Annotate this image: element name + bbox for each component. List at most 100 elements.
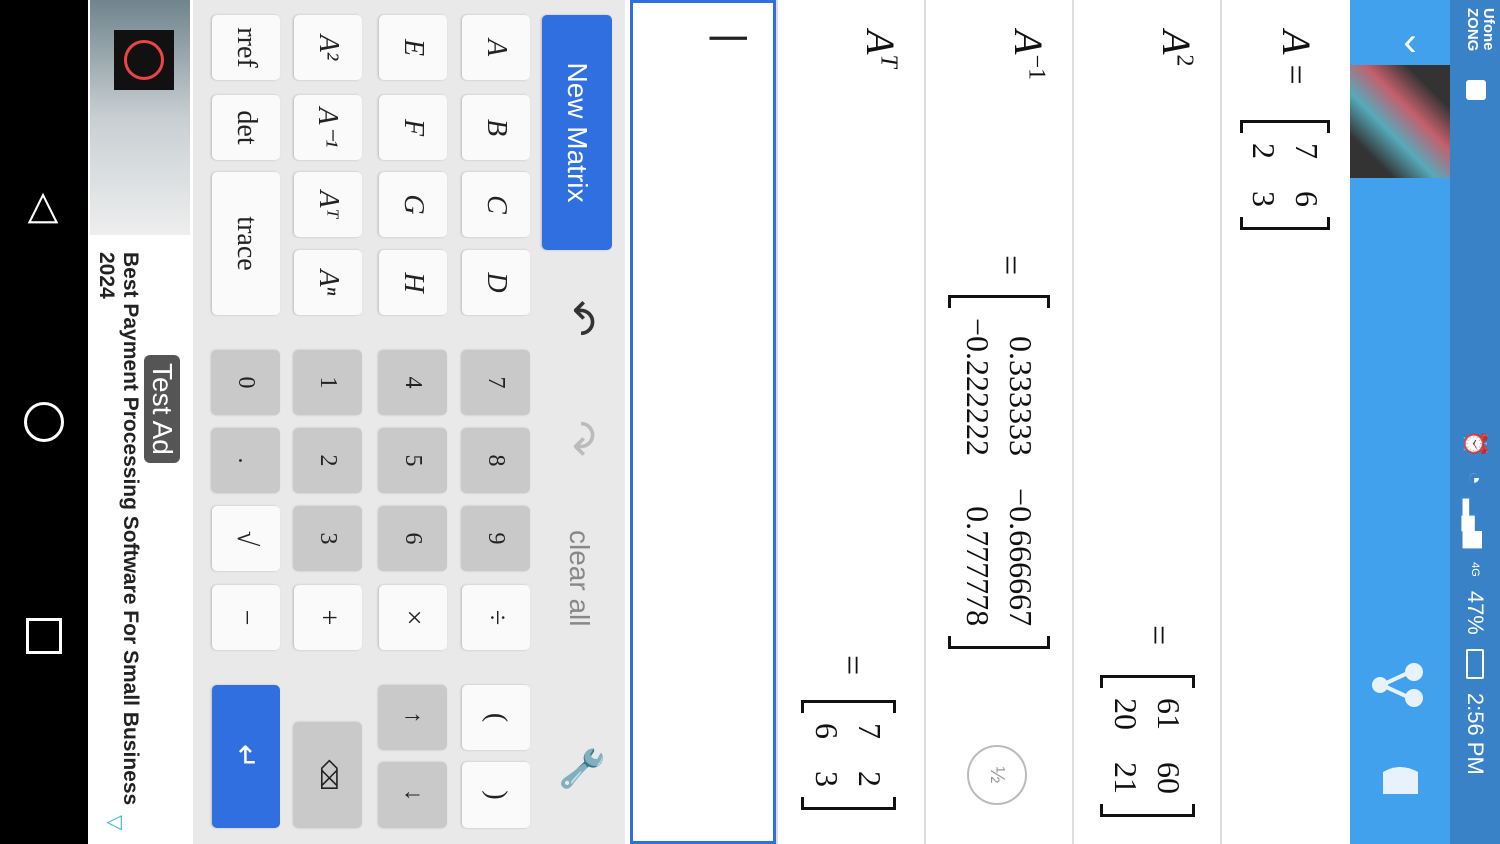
key-a[interactable]: A [462, 15, 530, 80]
matrix-label: A [1274, 30, 1319, 55]
key-a-squared[interactable]: A² [294, 15, 362, 80]
key-0[interactable]: 0 [212, 350, 280, 415]
key-up-arrow[interactable]: ↑ [379, 685, 447, 750]
backspace-key[interactable]: ⌫ [294, 722, 362, 828]
key-3[interactable]: 3 [294, 506, 362, 571]
matrix-label: A2 [1154, 30, 1199, 67]
key-a-power-n[interactable]: Aⁿ [294, 250, 362, 315]
key-8[interactable]: 8 [462, 428, 530, 493]
clear-all-button[interactable]: clear all [564, 530, 595, 627]
share-icon[interactable] [1370, 660, 1430, 710]
cell: 3 [1246, 191, 1282, 207]
alarm-icon: ⏰ [1463, 430, 1488, 458]
key-close-paren[interactable]: ) [462, 762, 530, 828]
input-cursor: | [709, 33, 753, 44]
home-icon[interactable] [24, 402, 64, 442]
cell: 6 [809, 723, 846, 739]
redo-icon[interactable]: ↷ [555, 420, 604, 457]
matrix-result: 7 2 6 3 [801, 700, 896, 810]
signal-icon: ▂▄▆ [1463, 498, 1488, 549]
ad-text[interactable]: Best Payment Processing Software For Sma… [95, 252, 142, 806]
key-b[interactable]: B [462, 95, 530, 160]
key-plus[interactable]: + [294, 585, 362, 650]
ad-image[interactable] [90, 0, 190, 235]
key-e[interactable]: E [379, 15, 447, 80]
key-a-transpose[interactable]: Aᵀ [294, 172, 362, 237]
result-row-a-transpose[interactable]: AT = 7 2 6 3 [776, 0, 924, 844]
app-thumbnail[interactable] [1350, 65, 1450, 178]
matrix-label: AT [858, 30, 903, 68]
cell: 7 [1289, 143, 1325, 159]
cell: 61 [1151, 698, 1188, 730]
expression-input[interactable]: | [630, 0, 776, 844]
key-h[interactable]: H [379, 250, 447, 315]
enter-key[interactable]: ↵ [212, 685, 280, 828]
key-7[interactable]: 7 [462, 350, 530, 415]
key-multiply[interactable]: × [379, 585, 447, 650]
ad-banner[interactable]: Best Payment Processing Software For Sma… [88, 0, 190, 844]
equals-sign: = [1276, 64, 1317, 85]
key-f[interactable]: F [379, 95, 447, 160]
cell: 3 [809, 771, 846, 787]
battery-icon [1466, 648, 1484, 679]
key-4[interactable]: 4 [379, 350, 447, 415]
cell: 60 [1151, 762, 1188, 794]
key-g[interactable]: G [379, 172, 447, 237]
recents-icon[interactable] [26, 618, 62, 654]
key-trace[interactable]: trace [212, 172, 280, 315]
cell: −0.222222 [960, 318, 996, 457]
key-sqrt[interactable]: √ [212, 506, 280, 571]
cell: 7 [852, 723, 889, 739]
key-c[interactable]: C [462, 172, 530, 237]
key-decimal[interactable]: . [212, 428, 280, 493]
key-rref[interactable]: rref [212, 15, 280, 80]
key-divide[interactable]: ÷ [462, 585, 530, 650]
test-ad-badge: Test Ad [144, 355, 180, 463]
cell: −0.666667 [1003, 488, 1039, 627]
key-down-arrow[interactable]: ↓ [379, 762, 447, 828]
cell: 21 [1108, 762, 1145, 794]
keyboard: New Matrix ↶ ↷ clear all 🔧 A B C D 7 8 9… [193, 0, 625, 844]
play-icon [114, 30, 174, 90]
result-row-a[interactable]: A = 7 6 2 3 [1220, 0, 1350, 844]
equals-sign: = [991, 255, 1031, 276]
bell-icon[interactable] [1370, 755, 1430, 810]
app-bar: ‹ [1350, 0, 1450, 844]
cell: 2 [852, 771, 889, 787]
key-9[interactable]: 9 [462, 506, 530, 571]
key-d[interactable]: D [462, 250, 530, 315]
matrix-label: A−1 [1006, 30, 1051, 80]
key-1[interactable]: 1 [294, 350, 362, 415]
key-2[interactable]: 2 [294, 428, 362, 493]
adchoices-icon[interactable]: ▽ [104, 815, 126, 831]
chevron-up-icon[interactable]: ‹ [1403, 20, 1417, 64]
clock: 2:56 PM [1463, 692, 1488, 775]
gallery-notification-icon [1466, 80, 1486, 100]
undo-icon[interactable]: ↶ [555, 300, 604, 337]
cell: 6 [1289, 191, 1325, 207]
key-det[interactable]: det [212, 95, 280, 160]
signal-4g-icon: 4G [1469, 562, 1481, 577]
key-5[interactable]: 5 [379, 428, 447, 493]
key-a-inverse[interactable]: A⁻¹ [294, 95, 362, 160]
equals-sign: = [833, 655, 873, 676]
back-icon[interactable]: △ [27, 183, 59, 228]
fraction-toggle-icon[interactable]: ½ [967, 745, 1027, 805]
new-matrix-button[interactable]: New Matrix [542, 15, 612, 250]
cell: 0.777778 [960, 506, 996, 627]
wifi-icon: ◔ [1463, 471, 1488, 485]
key-open-paren[interactable]: ( [462, 685, 530, 750]
carrier-2: ZONG [1464, 8, 1481, 52]
cell: 2 [1246, 143, 1282, 159]
battery-percent: 47% [1463, 590, 1488, 635]
key-6[interactable]: 6 [379, 506, 447, 571]
wrench-icon[interactable]: 🔧 [560, 745, 602, 793]
matrix-a: 7 6 2 3 [1240, 120, 1330, 230]
key-minus[interactable]: − [212, 585, 280, 650]
equals-sign: = [1139, 625, 1179, 646]
